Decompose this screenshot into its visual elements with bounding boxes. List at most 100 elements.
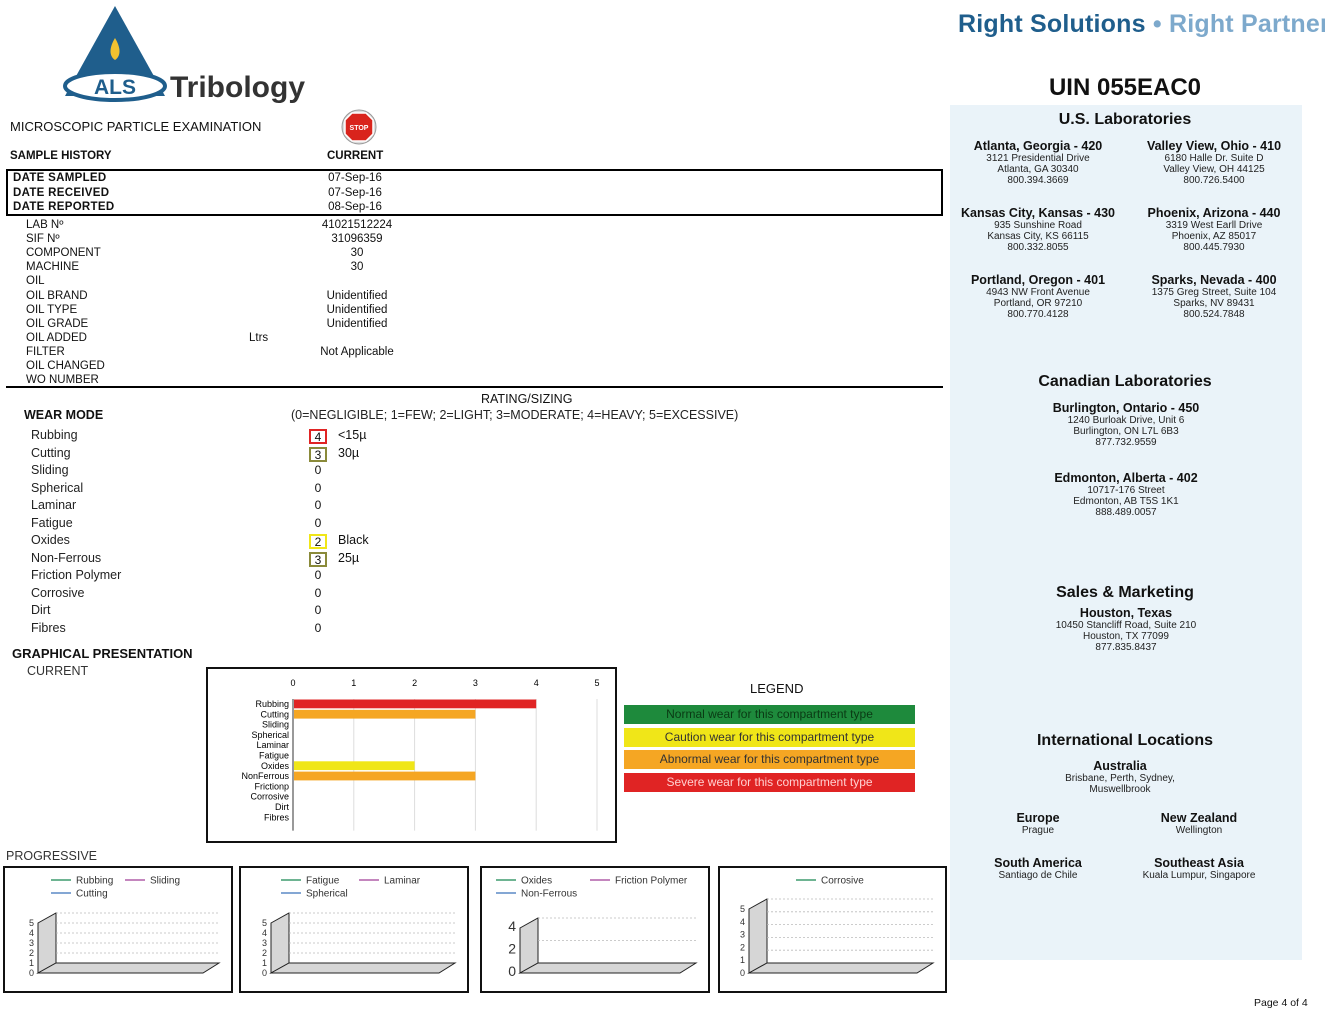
bar-chart-bar [294, 699, 537, 709]
bar-chart-x-tick: 0 [290, 678, 295, 688]
field-value: Unidentified [326, 317, 388, 330]
progressive-chart-y-tick: 3 [262, 938, 267, 948]
bar-chart-bar [294, 771, 476, 781]
progressive-chart-y-tick: 3 [29, 938, 34, 948]
us-lab-address1: 935 Sunshine Road [994, 220, 1082, 231]
field-value: 41021512224 [321, 219, 393, 231]
wear-size: 30µ [338, 445, 360, 460]
field-value: 30 [350, 247, 364, 260]
international-title: International Locations [1036, 732, 1213, 749]
progressive-chart-y-tick: 1 [262, 958, 267, 968]
canadian-lab-address1: 1240 Burloak Drive, Unit 6 [1067, 415, 1185, 426]
us-lab-address1: 3319 West Earll Drive [1165, 220, 1263, 231]
wear-mode-name: Non-Ferrous [31, 550, 102, 565]
rating-scale: (0=NEGLIGIBLE; 1=FEW; 2=LIGHT; 3=MODERAT… [291, 408, 739, 422]
progressive-chart-y-tick: 0 [740, 968, 745, 978]
us-lab-name: Valley View, Ohio - 410 [1146, 139, 1282, 153]
progressive-legend-label: Rubbing [76, 876, 113, 887]
progressive-chart-floor [269, 962, 457, 974]
wear-mode-name: Fibres [31, 620, 66, 635]
us-lab-phone: 800.770.4128 [1007, 309, 1069, 320]
bar-chart-category-label: Cutting [260, 709, 289, 719]
field-label: OIL GRADE [26, 317, 89, 330]
progressive-chart-y-tick: 5 [740, 904, 745, 914]
graph-title: GRAPHICAL PRESENTATION [12, 646, 193, 661]
us-lab-phone: 800.332.8055 [1007, 242, 1069, 253]
progressive-legend-label: Corrosive [821, 876, 864, 887]
international-location-name: Europe [1016, 811, 1060, 825]
canadian-lab-name: Edmonton, Alberta - 402 [1054, 471, 1198, 485]
canadian-lab-address2: Burlington, ON L7L 6B3 [1073, 426, 1179, 437]
bar-chart-x-tick: 2 [412, 678, 417, 688]
us-lab-phone: 800.524.7848 [1183, 309, 1245, 320]
progressive-chart-y-tick: 5 [262, 918, 267, 928]
international-location-name: New Zealand [1160, 811, 1238, 825]
sales-office-address1: 10450 Stancliff Road, Suite 210 [1055, 620, 1197, 631]
us-lab-address1: 4943 NW Front Avenue [986, 287, 1090, 298]
field-label: OIL [26, 275, 45, 288]
bar-chart-category-label: Rubbing [255, 699, 289, 709]
us-lab-name: Phoenix, Arizona - 440 [1147, 206, 1281, 220]
progressive-label: PROGRESSIVE [6, 849, 97, 863]
progressive-chart-y-tick: 4 [508, 918, 516, 934]
field-label: OIL BRAND [26, 289, 88, 302]
wear-mode-name: Rubbing [31, 428, 78, 442]
progressive-chart-wall [748, 898, 768, 974]
logo-tribology-text: Tribology [170, 71, 305, 104]
field-unit: Ltrs [249, 331, 269, 344]
bar-chart-category-label: Sliding [262, 720, 289, 730]
wear-size: <15µ [338, 428, 367, 442]
bar-chart-x-tick: 3 [473, 678, 478, 688]
field-label: COMPONENT [26, 247, 101, 260]
wear-mode-name: Dirt [31, 603, 51, 617]
wear-mode-name: Spherical [31, 480, 84, 495]
divider-line [6, 386, 943, 388]
us-lab-address2: Atlanta, GA 30340 [997, 164, 1079, 175]
us-lab-phone: 800.394.3669 [1007, 175, 1069, 186]
date-label: DATE RECEIVED [13, 186, 110, 199]
bar-chart-category-label: Fibres [264, 812, 290, 822]
wear-size: Black [338, 533, 369, 547]
progressive-chart-y-tick: 2 [508, 941, 516, 957]
progressive-chart-floor [747, 962, 935, 974]
wear-rating: 0 [314, 515, 322, 530]
us-lab-address2: Valley View, OH 44125 [1163, 164, 1265, 175]
wear-rating: 0 [314, 585, 322, 600]
wear-rating: 0 [314, 463, 322, 477]
us-lab-phone: 800.445.7930 [1183, 242, 1245, 253]
international-location-cities: Kuala Lumpur, Singapore [1142, 870, 1256, 881]
us-lab-name: Sparks, Nevada - 400 [1151, 273, 1277, 287]
field-value: Not Applicable [320, 345, 394, 358]
legend-title: LEGEND [750, 681, 804, 696]
progressive-chart-y-tick: 1 [740, 955, 745, 965]
date-value: 07-Sep-16 [328, 172, 382, 184]
us-lab-address2: Kansas City, KS 66115 [987, 231, 1089, 242]
progressive-chart-y-tick: 1 [29, 958, 34, 968]
progressive-legend-label: Oxides [521, 876, 552, 887]
slogan-separator: • [1152, 10, 1162, 38]
progressive-chart-y-tick: 4 [29, 928, 34, 938]
field-value: 30 [350, 261, 364, 274]
wear-mode-name: Sliding [31, 463, 69, 477]
progressive-chart-y-tick: 5 [29, 918, 34, 928]
progressive-chart-y-tick: 0 [508, 963, 516, 979]
field-value: Unidentified [326, 303, 388, 316]
bar-chart-bar [294, 709, 476, 719]
international-location-cities: Wellington [1175, 825, 1223, 836]
bar-chart-x-tick: 1 [351, 678, 356, 688]
bar-chart-category-label: Laminar [256, 740, 289, 750]
bar-chart-category-label: Frictionp [254, 781, 289, 791]
bar-chart-x-tick: 5 [594, 678, 599, 688]
field-value: Unidentified [326, 289, 388, 302]
